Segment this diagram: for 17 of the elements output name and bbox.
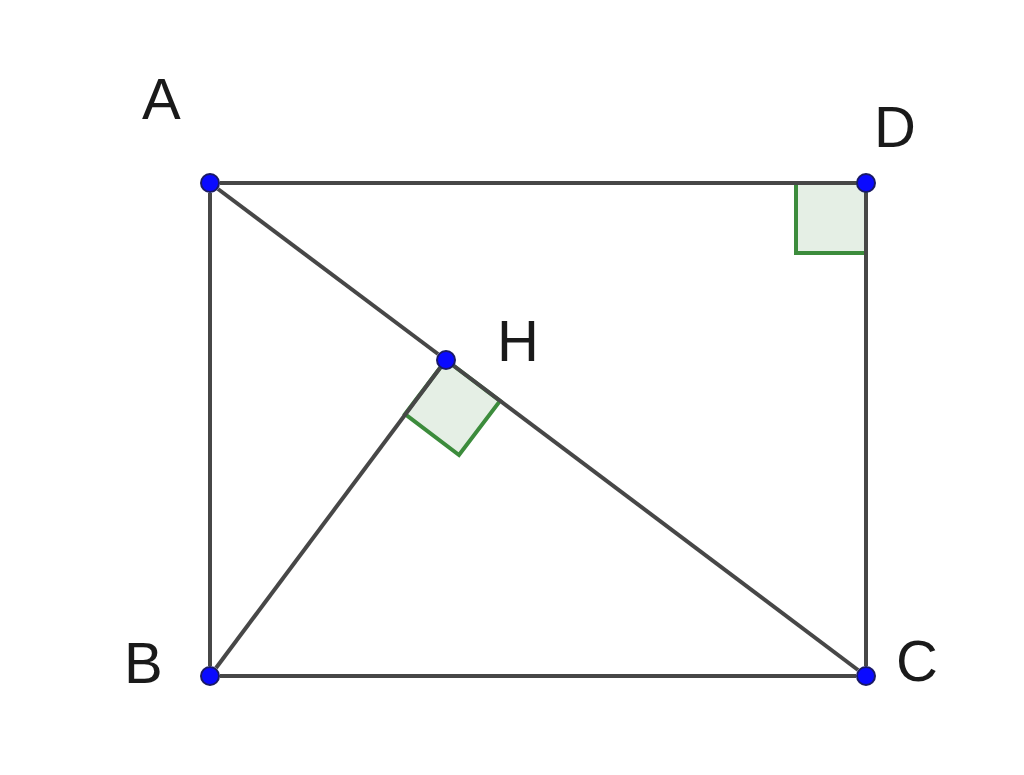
point-dot bbox=[436, 350, 456, 370]
point-label: A bbox=[142, 70, 181, 128]
point-dot bbox=[856, 173, 876, 193]
line-segment bbox=[864, 193, 868, 666]
point-label: C bbox=[896, 632, 938, 690]
line-segment bbox=[208, 193, 212, 666]
point-dot bbox=[856, 666, 876, 686]
point-label: D bbox=[874, 98, 916, 156]
point-dot bbox=[200, 173, 220, 193]
line-segment bbox=[452, 364, 860, 672]
line-segment bbox=[216, 187, 440, 356]
point-dot bbox=[200, 666, 220, 686]
line-segment bbox=[214, 366, 442, 670]
point-label: B bbox=[124, 634, 163, 692]
point-label: H bbox=[497, 312, 539, 370]
line-segment bbox=[220, 181, 856, 185]
line-segment bbox=[220, 674, 856, 678]
